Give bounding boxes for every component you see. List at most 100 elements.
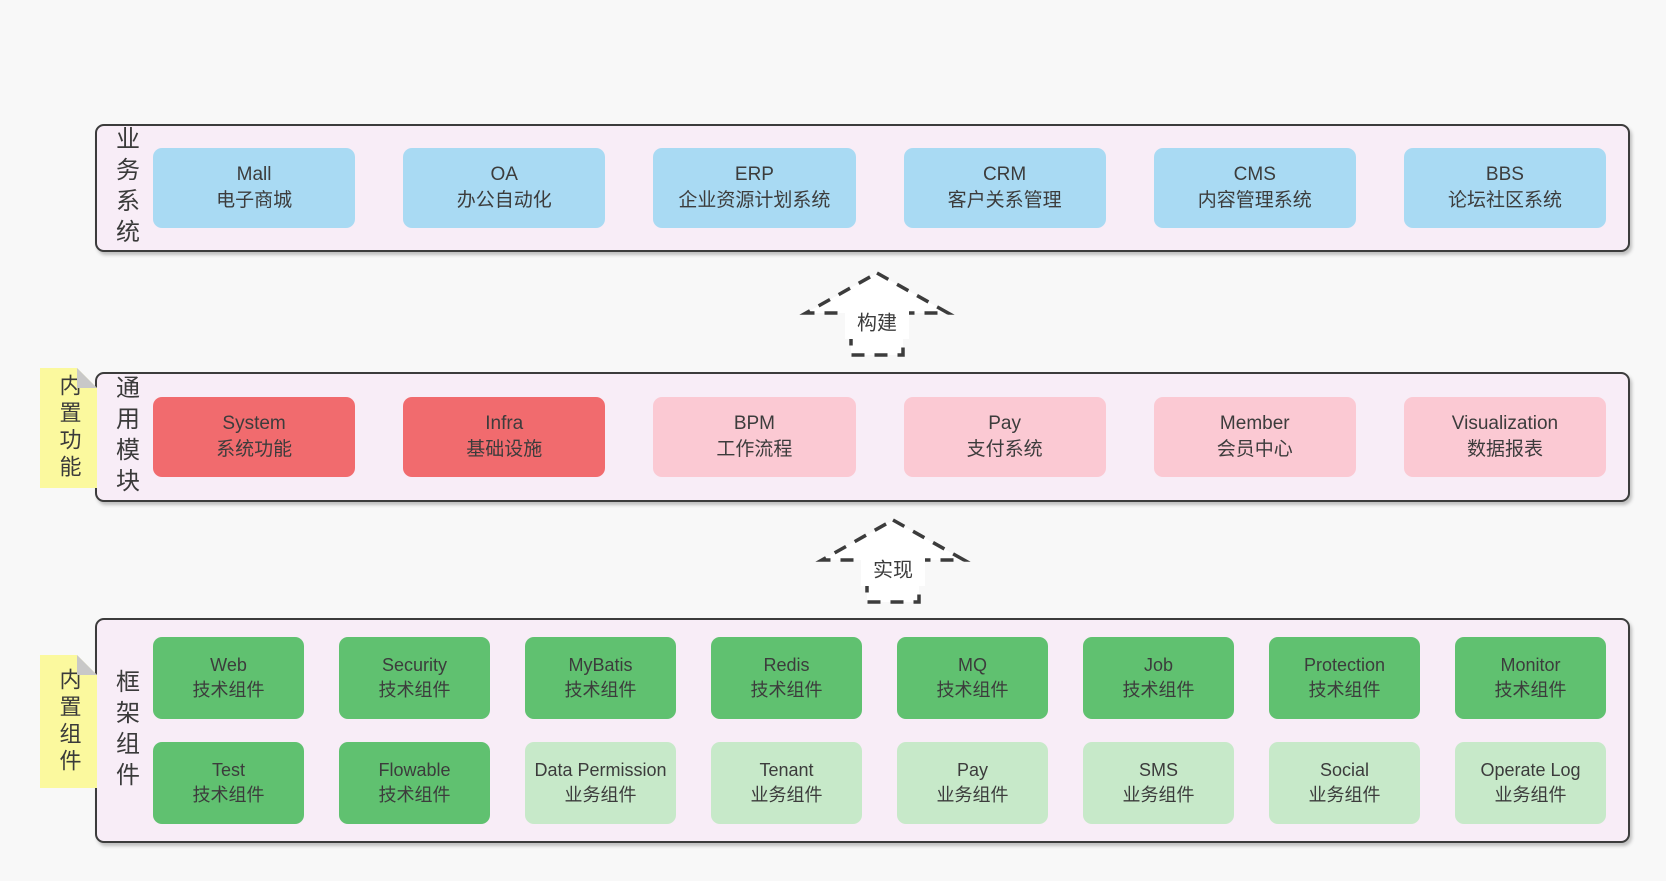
box-social: Social 业务组件 (1269, 742, 1420, 824)
box-desc: 技术组件 (192, 785, 265, 805)
box-name: Pay (988, 412, 1021, 434)
box-flowable: Flowable 技术组件 (339, 742, 490, 824)
box-security: Security 技术组件 (339, 637, 490, 719)
box-pay-biz: Pay 业务组件 (897, 742, 1048, 824)
band-common-modules: 通用模块 System 系统功能 Infra 基础设施 BPM 工作流程 Pay… (95, 372, 1630, 502)
box-name: MyBatis (568, 655, 633, 676)
box-desc: 技术组件 (1494, 680, 1567, 700)
box-name: System (222, 412, 286, 434)
box-crm: CRM 客户关系管理 (903, 148, 1106, 228)
arrow-implement: 实现 (815, 517, 971, 604)
sticky-note-builtin-features: 内置功能 (40, 368, 97, 488)
box-desc: 业务组件 (750, 785, 823, 805)
box-name: ERP (734, 163, 774, 185)
box-name: Tenant (759, 760, 814, 781)
box-test: Test 技术组件 (153, 742, 304, 824)
sticky-text: 内置功能 (56, 374, 82, 482)
box-job: Job 技术组件 (1083, 637, 1234, 719)
box-name: Operate Log (1480, 760, 1581, 781)
arrow-build-label: 构建 (857, 311, 897, 334)
sticky-fold-icon (77, 655, 97, 675)
box-bbs: BBS 论坛社区系统 (1403, 148, 1607, 228)
box-name: SMS (1138, 760, 1178, 781)
box-desc: 客户关系管理 (947, 190, 1062, 211)
box-protection: Protection 技术组件 (1269, 637, 1420, 719)
box-tenant: Tenant 业务组件 (711, 742, 862, 824)
box-desc: 技术组件 (564, 680, 637, 700)
box-desc: 技术组件 (378, 785, 451, 805)
box-desc: 支付系统 (966, 439, 1043, 460)
box-name: Protection (1303, 655, 1386, 676)
box-name: Social (1319, 760, 1370, 781)
box-desc: 业务组件 (1122, 785, 1195, 805)
box-member: Member 会员中心 (1153, 397, 1356, 477)
box-pay: Pay 支付系统 (903, 397, 1106, 477)
sticky-note-builtin-components: 内置组件 (40, 655, 97, 788)
sticky-text: 内置组件 (56, 667, 82, 776)
box-desc: 工作流程 (716, 439, 793, 460)
box-visualization: Visualization 数据报表 (1403, 397, 1607, 477)
box-sms: SMS 业务组件 (1083, 742, 1234, 824)
band-label-common-modules: 通用模块 (111, 375, 139, 499)
box-system: System 系统功能 (153, 397, 356, 477)
arrow-label-bg (845, 307, 909, 339)
box-name: Infra (485, 412, 524, 434)
box-name: Job (1143, 655, 1174, 676)
box-desc: 会员中心 (1216, 439, 1293, 460)
box-desc: 数据报表 (1466, 439, 1543, 460)
box-mybatis: MyBatis 技术组件 (525, 637, 676, 719)
box-desc: 内容管理系统 (1197, 190, 1312, 211)
box-desc: 技术组件 (936, 680, 1009, 700)
sticky-fold-icon (77, 368, 97, 388)
box-name: Data Permission (534, 760, 667, 781)
box-infra: Infra 基础设施 (403, 397, 606, 477)
arrow-label-bg (861, 554, 925, 586)
box-name: CRM (982, 163, 1027, 185)
band-business-systems: 业务系统 Mall 电子商城 OA 办公自动化 ERP 企业资源计划系统 CRM… (95, 124, 1630, 252)
box-cms: CMS 内容管理系统 (1153, 148, 1356, 228)
box-name: Visualization (1451, 412, 1559, 434)
arrow-build: 构建 (799, 270, 955, 357)
box-desc: 业务组件 (1494, 785, 1567, 805)
box-desc: 办公自动化 (456, 190, 552, 211)
box-desc: 技术组件 (750, 680, 823, 700)
box-name: Test (211, 760, 245, 781)
box-web: Web 技术组件 (153, 637, 304, 719)
box-monitor: Monitor 技术组件 (1455, 637, 1606, 719)
box-name: Member (1219, 412, 1290, 434)
box-mall: Mall 电子商城 (153, 148, 356, 228)
box-name: Web (210, 655, 247, 676)
box-name: Monitor (1500, 655, 1561, 676)
box-desc: 技术组件 (192, 680, 265, 700)
box-bpm: BPM 工作流程 (653, 397, 856, 477)
box-desc: 基础设施 (466, 439, 543, 460)
box-name: OA (490, 163, 518, 185)
box-name: Mall (236, 163, 272, 185)
box-name: Redis (763, 655, 810, 676)
box-oa: OA 办公自动化 (403, 148, 606, 228)
box-desc: 系统功能 (216, 439, 293, 460)
box-name: MQ (958, 655, 987, 676)
box-desc: 业务组件 (936, 785, 1009, 805)
box-desc: 业务组件 (564, 785, 637, 805)
box-name: Pay (956, 760, 989, 781)
box-desc: 企业资源计划系统 (678, 190, 831, 211)
box-name: BBS (1485, 163, 1524, 185)
box-name: CMS (1233, 163, 1276, 185)
arrow-implement-label: 实现 (873, 558, 913, 581)
box-erp: ERP 企业资源计划系统 (653, 148, 856, 228)
box-desc: 论坛社区系统 (1447, 190, 1562, 211)
box-desc: 业务组件 (1308, 785, 1381, 805)
box-data-permission: Data Permission 业务组件 (525, 742, 676, 824)
band-label-business-systems: 业务系统 (111, 126, 139, 250)
band-label-framework-components: 框架组件 (111, 668, 139, 793)
box-mq: MQ 技术组件 (897, 637, 1048, 719)
box-desc: 电子商城 (216, 190, 293, 211)
box-name: BPM (733, 412, 776, 434)
box-desc: 技术组件 (1308, 680, 1381, 700)
box-redis: Redis 技术组件 (711, 637, 862, 719)
box-name: Security (381, 655, 448, 676)
box-desc: 技术组件 (378, 680, 451, 700)
box-desc: 技术组件 (1122, 680, 1195, 700)
